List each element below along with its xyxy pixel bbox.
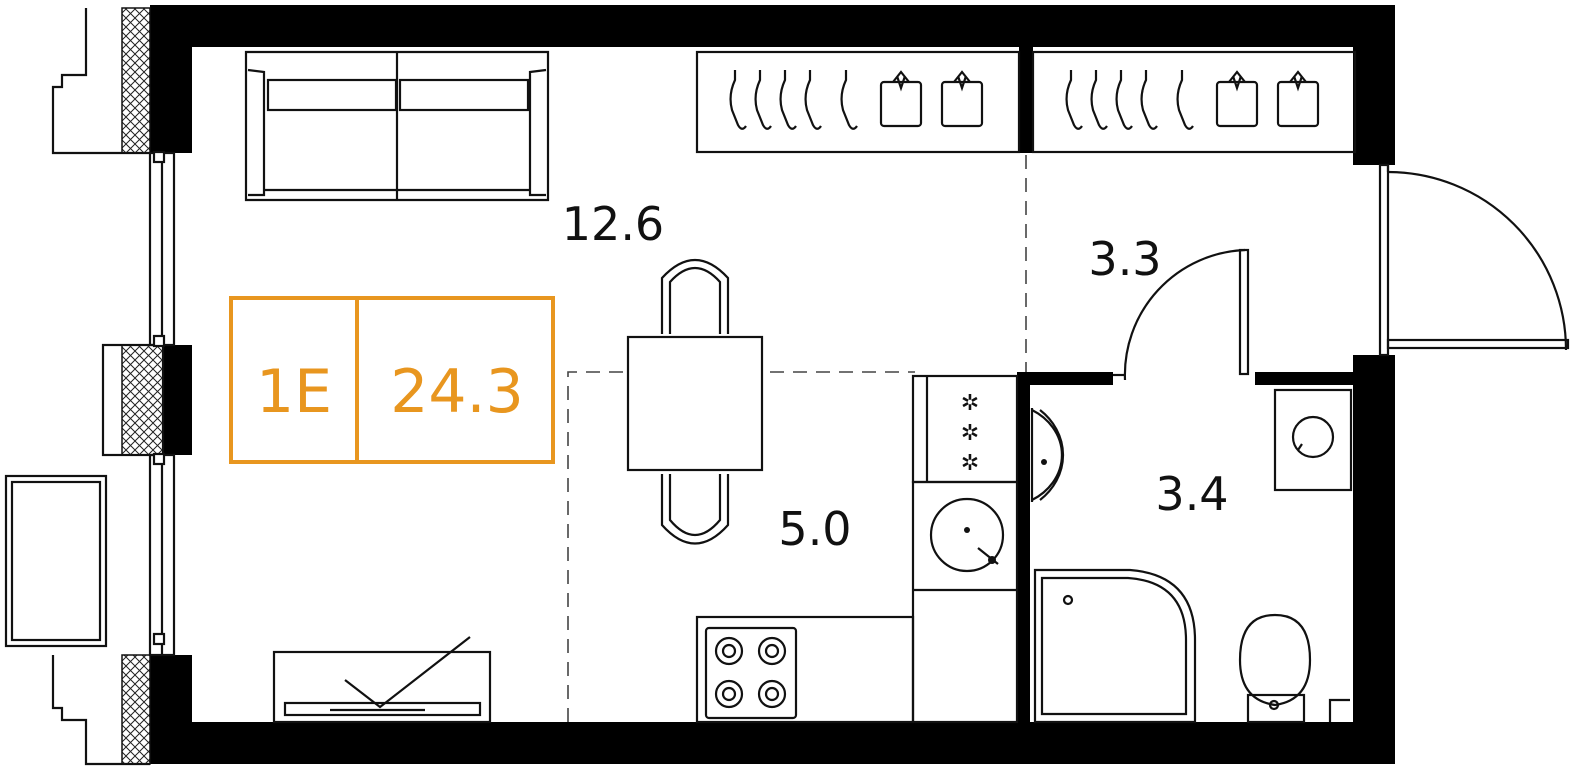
svg-text:✲: ✲ [961, 391, 979, 416]
sofa [244, 50, 550, 202]
kitchen-units: ✲ ✲ ✲ [695, 374, 1019, 724]
kitchen-area: 5.0 [778, 502, 851, 556]
living-room-area: 12.6 [562, 197, 664, 251]
entrance-door [1378, 163, 1570, 357]
wardrobe-left [695, 50, 1021, 154]
interior-walls [1017, 45, 1355, 724]
zone-dividers [567, 155, 1027, 722]
apartment-badge: 1E 24.3 [229, 296, 555, 464]
burner-icon [714, 636, 787, 709]
total-area-label: 24.3 [390, 357, 524, 427]
bathroom-area: 3.4 [1155, 467, 1228, 521]
bathroom-fixtures [1030, 388, 1353, 724]
wardrobe-right [1031, 50, 1357, 154]
bathroom-door [1113, 248, 1250, 381]
dining-set [626, 258, 764, 545]
svg-text:✲: ✲ [961, 421, 979, 446]
hanger-icon [729, 70, 858, 130]
exterior-walls [150, 5, 1395, 764]
facade-left [4, 7, 176, 766]
unit-type-label: 1E [256, 357, 332, 427]
tv-stand [272, 636, 492, 724]
hall-area: 3.3 [1088, 232, 1161, 286]
folded-shirt-icon [879, 70, 984, 128]
svg-text:✲: ✲ [961, 451, 979, 476]
